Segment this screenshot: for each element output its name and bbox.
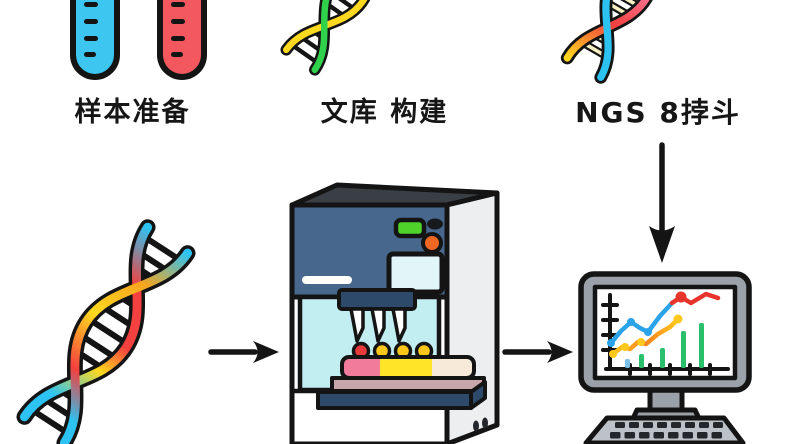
tube-tick (84, 52, 96, 57)
chart-bars (625, 323, 704, 368)
side-panel-dots (473, 417, 488, 432)
screen-chart (601, 291, 730, 376)
power-button-orange (421, 232, 443, 254)
dna-sample-icon (16, 219, 196, 444)
machine-display-screen (386, 251, 445, 295)
analysis-computer-icon (578, 271, 752, 444)
tube-tick (171, 36, 185, 41)
test-tube-blue-icon (70, 0, 120, 80)
arrow-right-icon (502, 341, 573, 363)
dna-rungs (31, 235, 181, 435)
machine-vent-slit (302, 276, 352, 284)
keyboard (583, 415, 746, 444)
step-label-sample-prep: 样本准备 (74, 97, 191, 128)
step-label-ngs-sequencing: NGS 8挬斗 (575, 96, 741, 129)
indicator-light-green (393, 217, 427, 239)
tube-tick (84, 36, 98, 41)
machine-stage (316, 380, 487, 410)
tube-tick (171, 52, 183, 57)
tube-tick (84, 19, 98, 24)
pipette-tips (349, 307, 407, 343)
chart-line-red (669, 291, 721, 306)
tube-tick (171, 2, 185, 7)
chart-line-blue (607, 300, 675, 347)
pipette-bracket (337, 288, 417, 311)
step-label-library-construction: 文库 构建 (320, 97, 449, 128)
dna-helix-icon (560, 0, 700, 84)
plate-tray (330, 376, 486, 393)
arrow-right-icon (208, 341, 279, 363)
dna-helix-icon (280, 0, 416, 76)
test-tube-red-icon (157, 0, 207, 80)
sequencing-machine-icon (289, 182, 500, 444)
indicator-slot (427, 218, 443, 230)
chart-line-yellow (609, 314, 683, 358)
tube-tick (171, 19, 185, 24)
arrow-down-icon (649, 142, 675, 263)
keyboard-keys (610, 422, 723, 439)
sample-plate (340, 355, 476, 380)
tube-tick (84, 2, 98, 7)
